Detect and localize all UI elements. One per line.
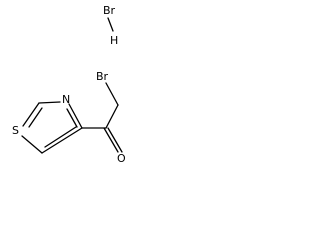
hbr-salt: Br H: [103, 4, 118, 47]
br-ch2-bond: [105, 82, 119, 106]
hbr-hydrogen-label: H: [110, 34, 118, 47]
oxygen-atom-label: O: [117, 152, 126, 165]
h-br-bond: [107, 17, 114, 32]
c2-s1-double-bond-inner: [28, 107, 43, 128]
c2-s1-bond: [22, 102, 40, 127]
c5-c4-double-bond-inner: [44, 126, 77, 148]
ch2-carbonyl-bond: [105, 104, 119, 129]
n3-c2-bond: [38, 101, 61, 104]
c4-n3-double-bond-inner: [66, 108, 78, 128]
hbr-bromine-label: Br: [103, 4, 116, 17]
c4-n3-bond: [68, 103, 83, 129]
s1-c5-bond: [21, 135, 43, 154]
chemical-structure-diagram: Br H Br O N S: [12, 4, 126, 165]
thiazole-ring: N S: [12, 93, 83, 154]
bromine-atom-label: Br: [96, 70, 109, 83]
c5-c4-bond: [41, 127, 83, 154]
carbonyl-double-bond-a: [103, 127, 119, 153]
bromoacetyl-group: Br O: [81, 70, 126, 165]
sulfur-atom-label: S: [12, 124, 19, 137]
nitrogen-atom-label: N: [62, 93, 70, 106]
carbonyl-double-bond-b: [107, 127, 123, 153]
